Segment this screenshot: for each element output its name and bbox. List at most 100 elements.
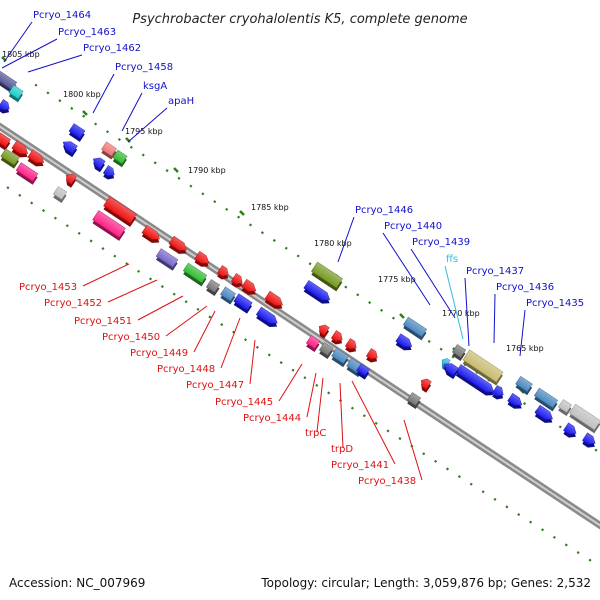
tick-dot: [165, 169, 169, 173]
leader-line: [351, 380, 396, 465]
leader-line: [1, 38, 58, 69]
feature-box: [406, 392, 422, 410]
feature-box: [0, 148, 20, 169]
feature-arrow: [455, 364, 494, 396]
feature-box: [220, 286, 236, 305]
feature-arrow: [194, 250, 210, 267]
tick-dot: [160, 285, 164, 289]
tick-dot: [529, 520, 533, 524]
lower-gene-label: Pcryo_1453: [19, 282, 77, 293]
backbone-highlight: [0, 125, 600, 527]
leader-line: [410, 248, 456, 319]
leader-line: [306, 372, 317, 418]
leader-line: [278, 363, 303, 402]
tick-dot: [374, 421, 378, 425]
upper-gene-label: Pcryo_1446: [355, 205, 413, 216]
feature-arrow: [216, 265, 229, 280]
feature-arrow: [344, 338, 357, 353]
tick-dot: [6, 186, 10, 190]
feature-arrow: [241, 278, 257, 295]
feature-arrow: [27, 149, 45, 167]
leader-line: [165, 305, 208, 337]
tick-dot: [213, 200, 217, 204]
feature-arrow: [0, 99, 10, 114]
tick-dot: [284, 246, 288, 250]
leader-line: [493, 293, 496, 344]
tick-dot: [260, 231, 264, 235]
feature-box: [533, 387, 559, 412]
inner-tick-line: [6, 186, 592, 562]
leader-line: [193, 310, 216, 353]
leader-line: [127, 107, 168, 143]
feature-box: [515, 375, 533, 396]
tick-dot: [243, 338, 248, 342]
leader-line: [337, 216, 355, 263]
tick-dot: [362, 414, 366, 418]
leader-line: [464, 277, 470, 347]
tick-dot: [53, 216, 57, 220]
major-tick: [239, 210, 245, 216]
leader-line: [82, 263, 130, 287]
feature-arrow: [168, 235, 187, 254]
upper-gene-label: Pcryo_1439: [412, 237, 470, 248]
feature-arrow: [62, 141, 78, 158]
leader-line: [92, 73, 115, 114]
feature-arrow: [507, 392, 523, 409]
feature-box: [402, 316, 428, 341]
tick-dot: [434, 459, 438, 463]
feature-box: [52, 186, 68, 204]
lower-gene-label: Pcryo_1448: [157, 364, 215, 375]
lower-gene-labels: Pcryo_1453Pcryo_1452Pcryo_1451Pcryo_1450…: [19, 263, 423, 487]
tick-dot: [184, 300, 188, 304]
tick-dot: [296, 254, 300, 258]
leader-line: [27, 54, 83, 73]
upper-gene-label: Pcryo_1437: [466, 266, 524, 277]
tick-dot: [540, 528, 545, 532]
tick-dot: [517, 513, 521, 517]
tick-dot: [481, 490, 485, 494]
feature-box: [15, 162, 39, 185]
tick-dot: [327, 391, 331, 395]
feature-arrow: [318, 324, 330, 339]
lower-gene-label: trpD: [331, 444, 353, 455]
upper-gene-label: ffs: [446, 254, 458, 265]
accession-text: Accession: NC_007969: [9, 576, 145, 590]
feature-box: [331, 347, 349, 368]
feature-box: [311, 261, 343, 292]
upper-gene-label: Pcryo_1462: [83, 43, 141, 54]
tick-dot: [523, 402, 527, 406]
tick-dot: [315, 383, 319, 387]
tick-dot: [94, 122, 98, 126]
tick-label: 1775 kbp: [378, 275, 416, 284]
major-tick: [173, 167, 179, 173]
feature-box: [318, 342, 334, 360]
feature-box: [557, 399, 573, 417]
tick-dot: [208, 315, 212, 319]
tick-dot: [30, 201, 34, 205]
feature-arrow: [264, 290, 283, 309]
tick-dot: [344, 285, 348, 289]
tick-dot: [189, 184, 193, 188]
leader-line: [220, 317, 241, 369]
tick-dot: [552, 535, 556, 539]
feature-arrow: [102, 165, 115, 180]
feature-arrow: [65, 173, 77, 188]
upper-gene-label: ksgA: [143, 81, 167, 92]
tick-dot: [141, 153, 145, 157]
tick-dot: [172, 292, 176, 296]
tick-dot: [65, 224, 69, 228]
tick-dot: [457, 475, 461, 479]
feature-arrow: [255, 306, 278, 328]
upper-gene-label: Pcryo_1440: [384, 221, 442, 232]
feature-box: [68, 123, 86, 142]
tick-dot: [469, 482, 473, 486]
leader-line: [339, 382, 344, 449]
lower-gene-label: Pcryo_1451: [74, 316, 132, 327]
lower-gene-label: Pcryo_1452: [44, 298, 102, 309]
tick-dot: [113, 254, 117, 258]
tick-ring: [1, 56, 598, 562]
leader-line: [3, 21, 33, 63]
leader-line: [249, 339, 256, 385]
lower-gene-label: trpC: [305, 428, 326, 439]
